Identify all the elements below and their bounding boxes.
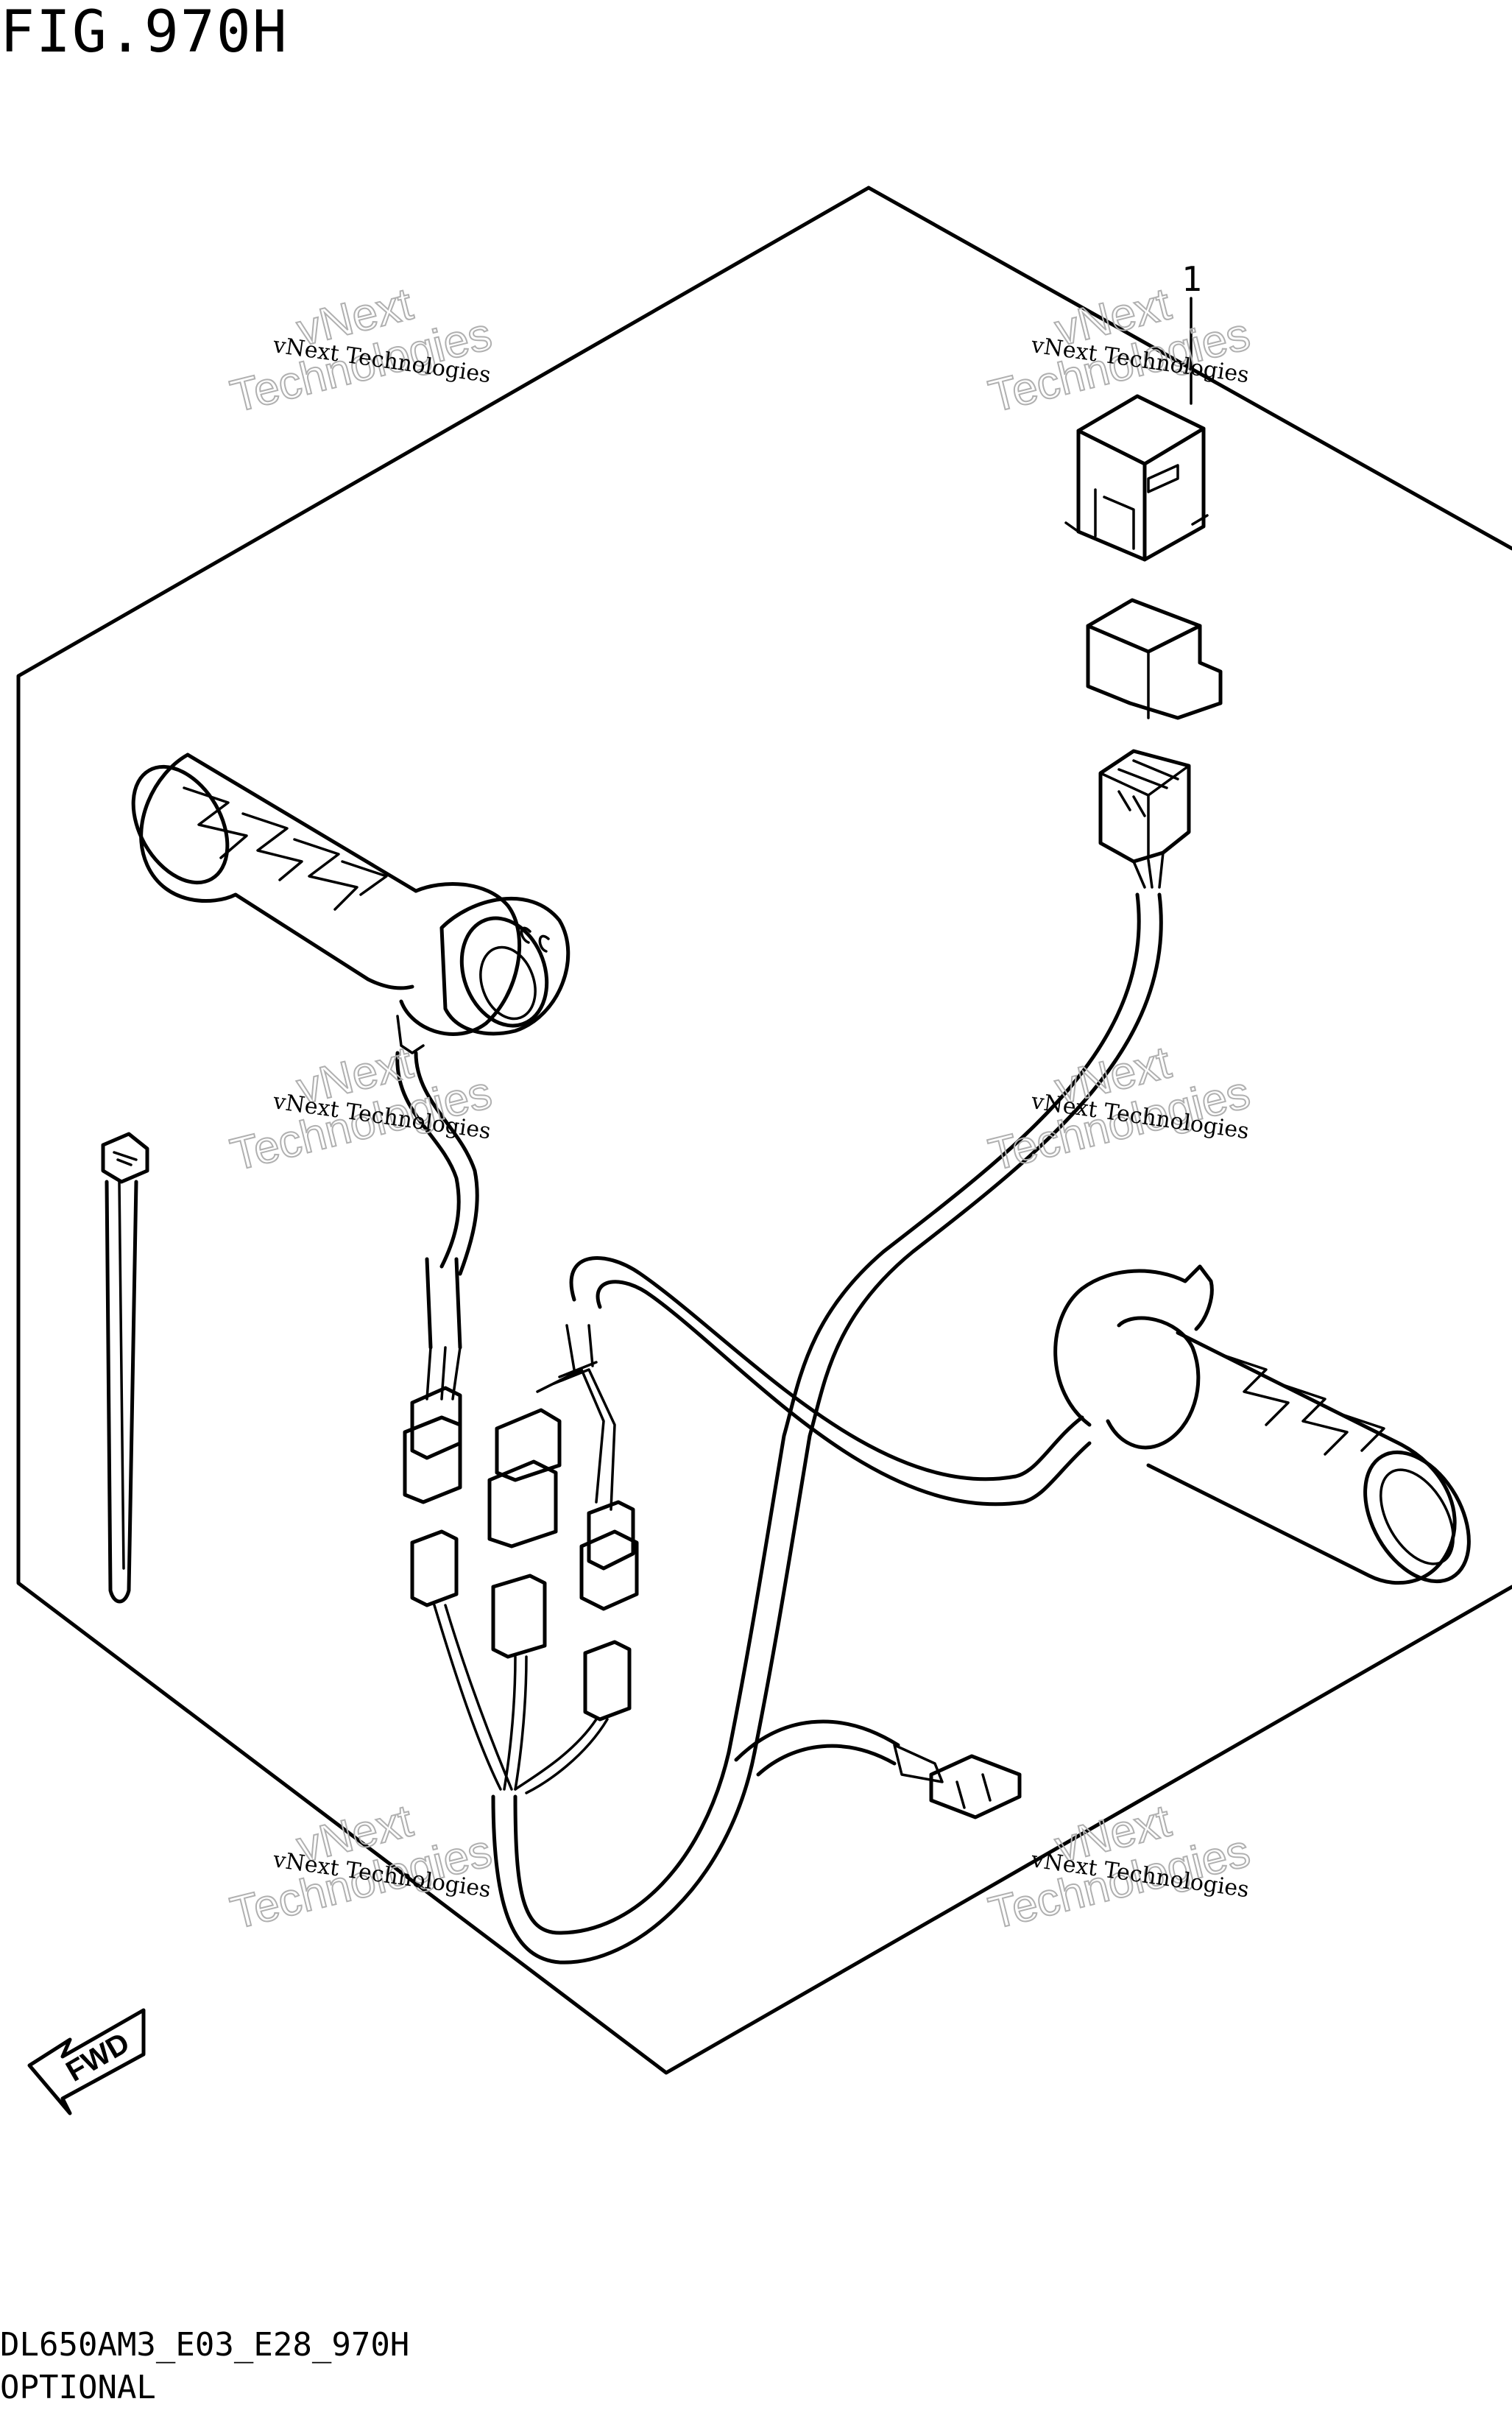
watermark-top-left: vNext Technologies vNext Technologies: [225, 278, 498, 423]
switch-connector: [1098, 749, 1191, 889]
watermark-bottom-left: vNext Technologies vNext Technologies: [225, 1794, 498, 1939]
diagram-note: OPTIONAL: [0, 2369, 156, 2406]
fwd-direction-marker: FWD: [27, 2008, 146, 2115]
watermark-middle-right: vNext Technologies vNext Technologies: [983, 1036, 1256, 1181]
left-heated-grip: [131, 753, 570, 1054]
watermark-top-right: vNext Technologies vNext Technologies: [983, 278, 1256, 423]
switch-holder: [1086, 598, 1223, 720]
left-grip-lead: [395, 1051, 479, 1400]
branch-connector: [929, 1754, 1022, 1819]
connector-wires: [433, 1604, 609, 1794]
watermark-middle-left: vNext Technologies vNext Technologies: [225, 1036, 498, 1181]
fwd-arrow-icon: [27, 2008, 146, 2115]
right-heated-grip: [1053, 1264, 1471, 1585]
grip-heater-switch[interactable]: [1064, 394, 1209, 562]
callout-label: 1: [1181, 259, 1202, 299]
cable-tie: [101, 1132, 149, 1604]
figure-title: FIG.970H: [0, 0, 289, 66]
wire-harness: [491, 892, 1163, 1965]
diagram-code: DL650AM3_E03_E28_970H: [0, 2326, 410, 2364]
callout-leader-1: 1: [1181, 259, 1202, 405]
connector-cluster: [403, 1324, 639, 1722]
